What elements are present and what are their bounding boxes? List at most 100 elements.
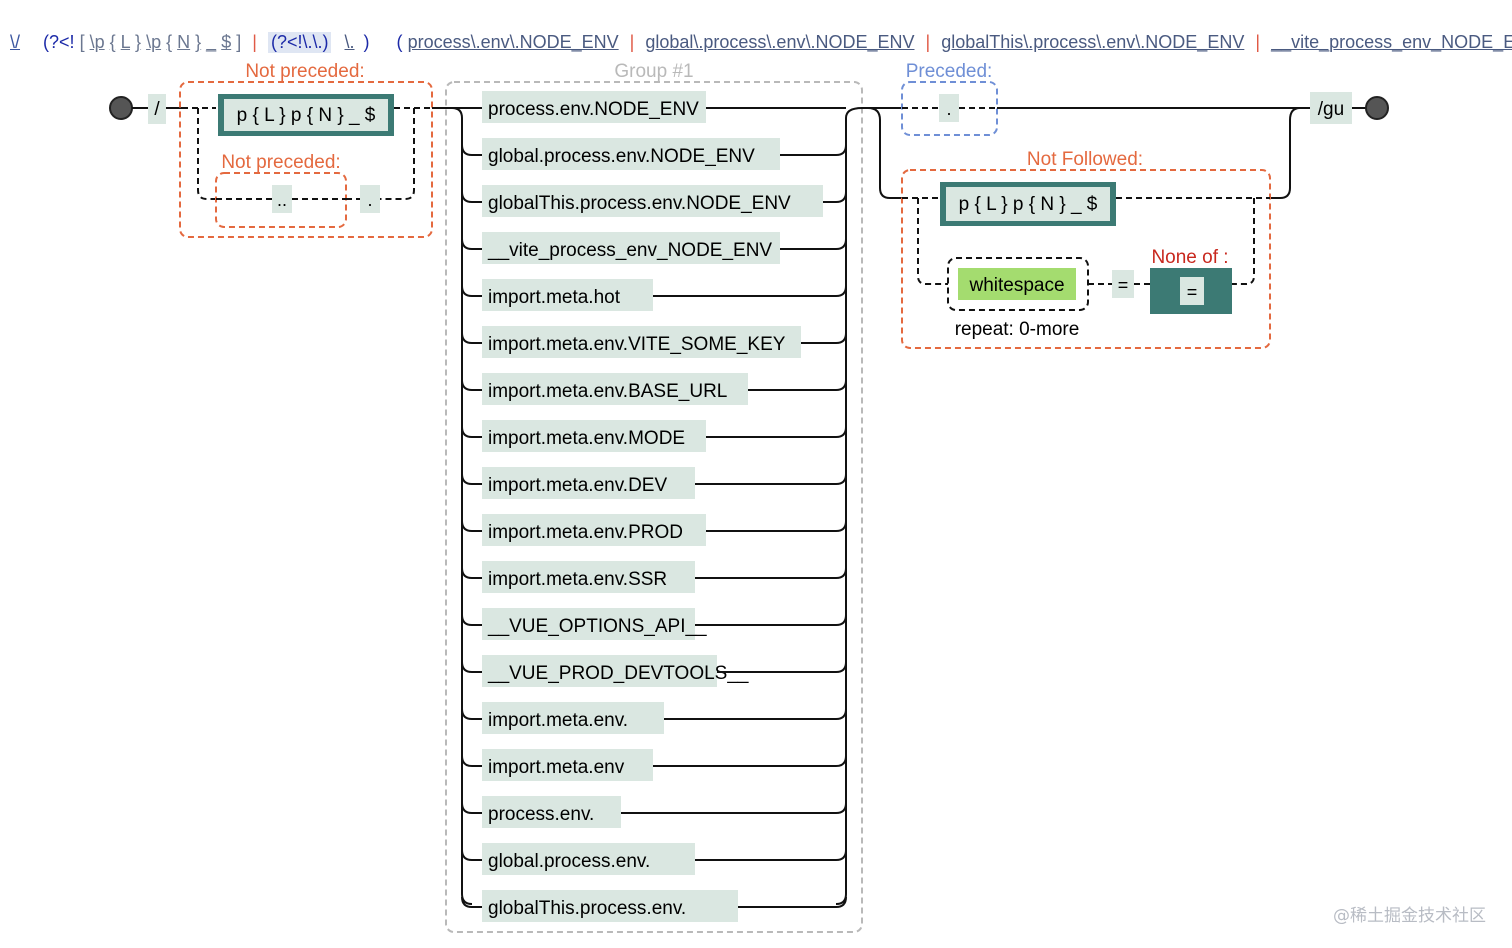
choice-connector [461,708,482,720]
inner-not-preceded-label: Not preceded: [221,152,340,173]
group-item-box[interactable] [482,514,706,546]
group-item-box[interactable] [482,138,780,170]
regex-set[interactable]: [ \p { L } \p { N } _ $ ] [80,32,242,53]
connector [917,198,948,285]
choice-left-rail [451,107,473,905]
preceded-label: Preceded: [906,61,993,82]
optional-bypass-left [867,107,902,199]
regex-alt-separator: | [925,32,931,52]
char-class-2-text: p { L } p { N } _ $ [959,194,1098,215]
preceded-dot-box[interactable] [939,94,959,122]
regex-alternative[interactable]: global\.process\.env\.NODE_ENV [645,32,915,52]
group-item-box[interactable] [482,749,653,781]
end-literal-box[interactable] [1310,92,1352,124]
choice-connector [461,661,482,673]
choice-connector [695,567,847,579]
group-item-label: import.meta.env.VITE_SOME_KEY [488,334,786,355]
choice-connector [653,755,847,767]
equals-literal-box[interactable] [1112,270,1134,298]
group-items: process.env.NODE_ENV global.process.env.N… [461,91,847,922]
none-of-item-box [1180,277,1204,305]
start-literal-box[interactable] [148,94,166,124]
choice-connector [461,332,482,344]
watermark: @稀土掘金技术社区 [1333,906,1486,926]
group-item-box[interactable] [482,655,717,687]
regex-group-open: ( [396,32,403,52]
group-item-box[interactable] [482,608,695,640]
group-item-label: import.meta.env [488,757,625,778]
char-class-inner [224,99,388,131]
choice-connector [695,614,847,626]
char-class-text: p { L } p { N } _ $ [237,105,376,126]
group-item-box[interactable] [482,890,738,922]
preceded-dot-literal: . [946,99,951,119]
choice-connector [664,708,847,720]
end-terminal [1365,96,1389,120]
group-item-label: import.meta.hot [488,287,621,308]
connector [380,108,415,200]
group-item-label: import.meta.env.DEV [488,475,667,496]
regex-set-item: { [109,32,116,52]
choice-connector [461,802,482,814]
group-item-box[interactable] [482,467,695,499]
group-item-box[interactable] [482,702,664,734]
choice-connector [461,614,482,626]
regex-alternative[interactable]: __vite_process_env_NODE_ENV [1271,32,1512,52]
group-item-label: global.process.env.NODE_ENV [488,146,755,167]
choice-connector [748,379,847,391]
choice-connector [461,191,482,203]
regex-close-paren: ) [363,32,370,52]
group-item-label: globalThis.process.env.NODE_ENV [488,193,791,214]
regex-alternative[interactable]: process\.env\.NODE_ENV [407,32,619,52]
choice-connector [461,144,482,156]
regex-lookbehind-open[interactable]: (?<! [43,32,75,52]
regex-set-item: } [195,32,202,52]
regex-set-item: $ [221,32,232,52]
choice-connector [780,238,847,250]
group-item-label: import.meta.env. [488,710,628,731]
group-1-box [445,81,863,933]
choice-connector [461,567,482,579]
choice-connector [461,285,482,297]
group-item-box[interactable] [482,185,823,217]
group-item-label: __vite_process_env_NODE_ENV [487,240,772,261]
single-dot-box[interactable] [360,185,380,213]
group-item-box[interactable] [482,91,706,123]
group-item-box[interactable] [482,420,706,452]
regex-alternative[interactable]: globalThis\.process\.env\.NODE_ENV [941,32,1245,52]
double-dot-box[interactable] [272,185,292,213]
group-item-label: global.process.env. [488,851,650,872]
repeat-label: repeat: 0-more [955,319,1080,340]
not-followed-label: Not Followed: [1027,149,1143,170]
group-item-box[interactable] [482,561,695,593]
none-of-item: = [1187,282,1198,302]
regex-set-item: { [166,32,173,52]
group-item-box[interactable] [482,843,695,875]
group-item-label: __VUE_PROD_DEVTOOLS__ [487,663,749,684]
group-item-box[interactable] [482,279,653,311]
group-item-label: process.env.NODE_ENV [488,99,699,120]
equals-literal: = [1118,275,1129,295]
choice-connector [461,896,482,908]
choice-connector [695,849,847,861]
regex-escaped-dot[interactable]: \. [344,32,355,52]
group-item-box[interactable] [482,373,748,405]
choice-right-rail [835,107,863,905]
group-item-label: import.meta.env.PROD [488,522,683,543]
double-dot-literal: .. [277,190,287,210]
connector [197,107,216,200]
group-1-label: Group #1 [614,61,693,82]
regex-lookbehind-dots[interactable]: (?<!\.\.) [267,32,332,53]
choice-connector [461,379,482,391]
regex-slash[interactable]: \/ [10,32,21,52]
group-item-box[interactable] [482,796,621,828]
whitespace-box[interactable] [958,268,1076,300]
choice-connector [706,520,847,532]
choice-connector [717,661,847,673]
group-item-box[interactable] [482,232,780,264]
single-dot-literal: . [367,190,372,210]
group-item-label: import.meta.env.SSR [488,569,667,590]
group-item-box[interactable] [482,326,801,358]
choice-connector [780,144,847,156]
regex-pipe: | [252,32,257,52]
